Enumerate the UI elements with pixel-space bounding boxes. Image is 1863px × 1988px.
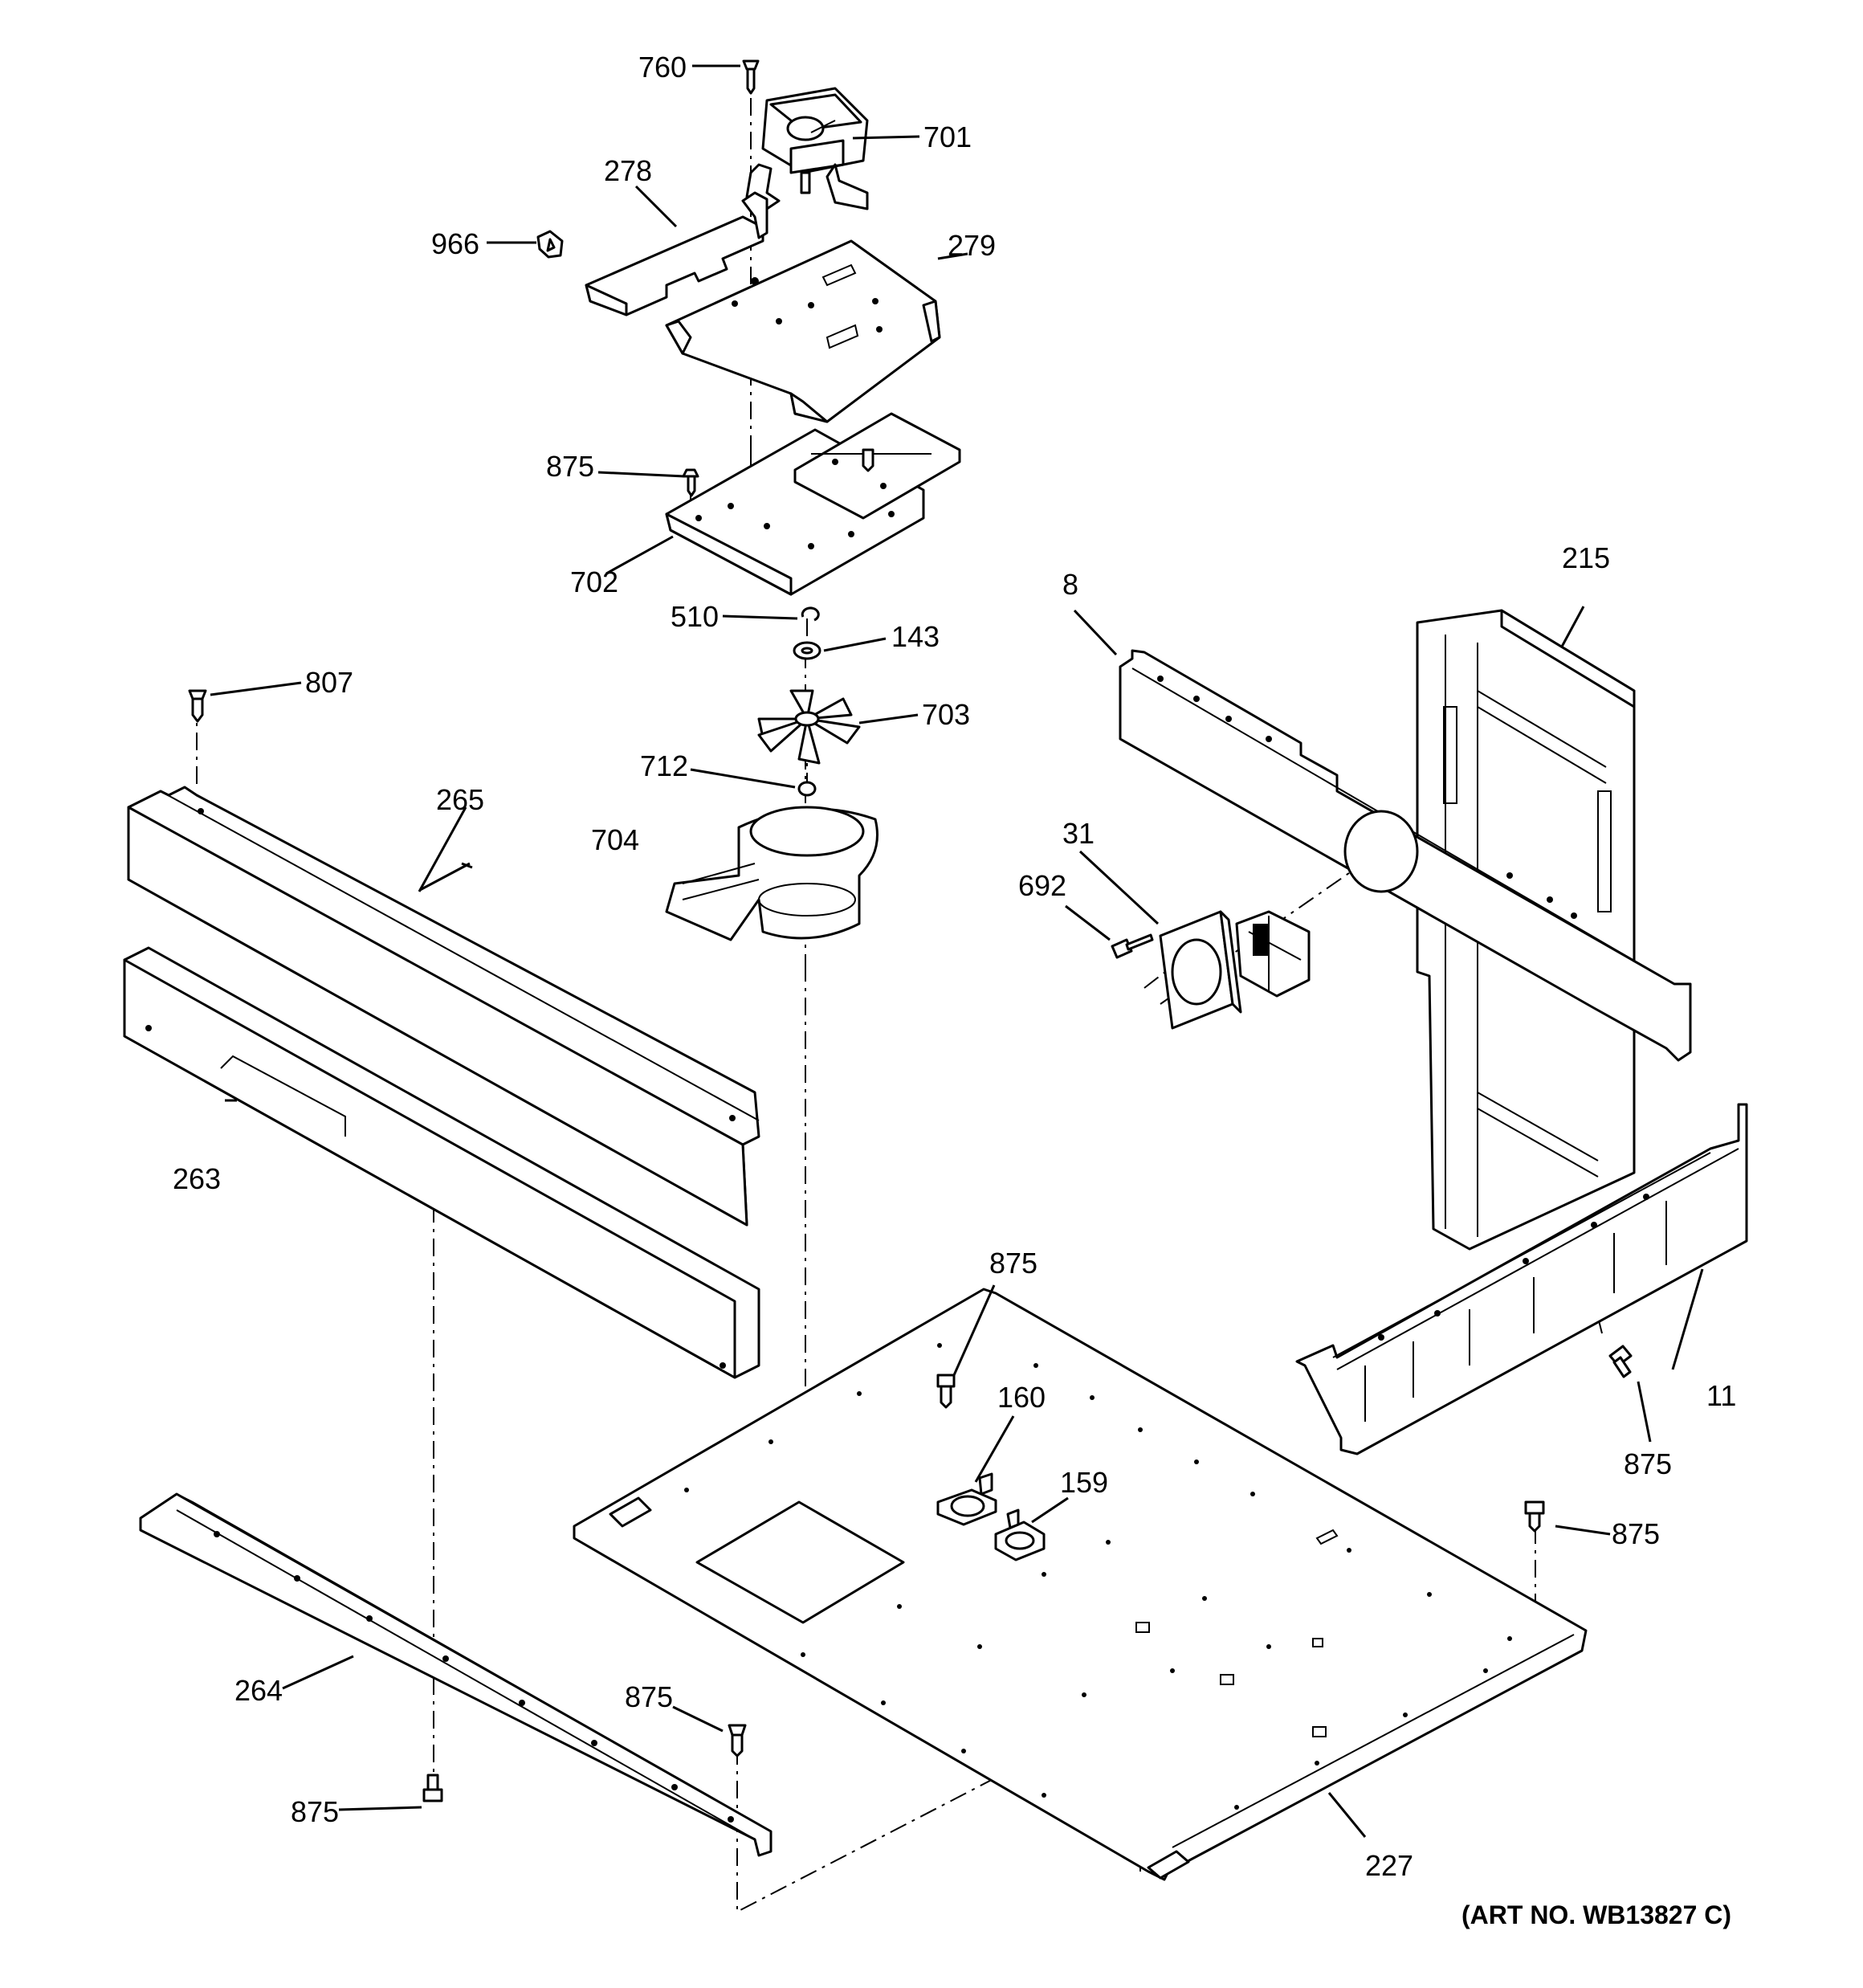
screw-807	[188, 689, 207, 723]
callout-278: 278	[604, 154, 652, 187]
art-number: (ART NO. WB13827 C)	[1461, 1900, 1731, 1929]
plate-702	[665, 412, 961, 596]
callout-875-b: 875	[989, 1247, 1037, 1280]
screw-875-far-right	[1524, 1500, 1545, 1533]
leader-lines	[210, 64, 1704, 1838]
thermostat-160	[936, 1472, 997, 1526]
rail-264	[139, 1492, 773, 1857]
screw-692	[1111, 933, 1154, 959]
callout-875-a: 875	[546, 450, 594, 483]
callout-712: 712	[640, 749, 688, 782]
callout-875-e: 875	[625, 1680, 673, 1713]
callout-227: 227	[1365, 1849, 1413, 1882]
callout-875-c: 875	[1624, 1447, 1672, 1480]
channel-263	[123, 946, 760, 1379]
screw-875-rail-end	[728, 1724, 747, 1757]
bracket-279	[665, 239, 941, 423]
bracket-278	[585, 191, 768, 316]
bracket-11	[1295, 1103, 1748, 1455]
callout-8: 8	[1062, 568, 1078, 601]
screw-760	[742, 59, 760, 95]
nut-712	[797, 781, 817, 797]
screw-875-bottom-left	[422, 1774, 443, 1802]
callout-701: 701	[923, 120, 972, 153]
bracket-8	[1119, 649, 1692, 1062]
callout-labels: 760 701 278 966 279 875 702 510 143 807 …	[173, 51, 1736, 1929]
bottom-plate-227	[573, 1288, 1588, 1881]
callout-143: 143	[891, 620, 940, 653]
screw-875-top	[682, 468, 699, 497]
callout-279: 279	[948, 229, 996, 262]
callout-704: 704	[591, 823, 639, 856]
fan-motor-31	[1159, 910, 1311, 1030]
callout-807: 807	[305, 666, 353, 699]
callout-160: 160	[997, 1381, 1046, 1414]
callout-263: 263	[173, 1162, 221, 1195]
callout-215: 215	[1562, 541, 1610, 574]
callout-966: 966	[431, 227, 479, 260]
channel-265	[127, 786, 760, 1227]
callout-875-f: 875	[291, 1795, 339, 1828]
screw-875-center	[936, 1374, 956, 1409]
callout-159: 159	[1060, 1466, 1108, 1499]
callout-31: 31	[1062, 817, 1095, 850]
washer-143	[793, 641, 821, 660]
callout-510: 510	[671, 600, 719, 633]
callout-702: 702	[570, 565, 618, 598]
clip-966	[536, 230, 564, 259]
callout-11: 11	[1706, 1379, 1736, 1412]
fan-housing-704	[665, 806, 879, 941]
clip-ring-510	[801, 606, 820, 622]
callout-875-d: 875	[1612, 1517, 1660, 1550]
callout-264: 264	[234, 1674, 283, 1707]
callout-692: 692	[1018, 869, 1066, 902]
callout-703: 703	[922, 698, 970, 731]
callout-760: 760	[638, 51, 687, 84]
thermostat-159	[994, 1508, 1046, 1561]
motor-701	[745, 87, 869, 210]
fan-blade-703	[757, 689, 861, 765]
screw-875-right-bracket	[1608, 1345, 1633, 1378]
callout-265: 265	[436, 783, 484, 816]
